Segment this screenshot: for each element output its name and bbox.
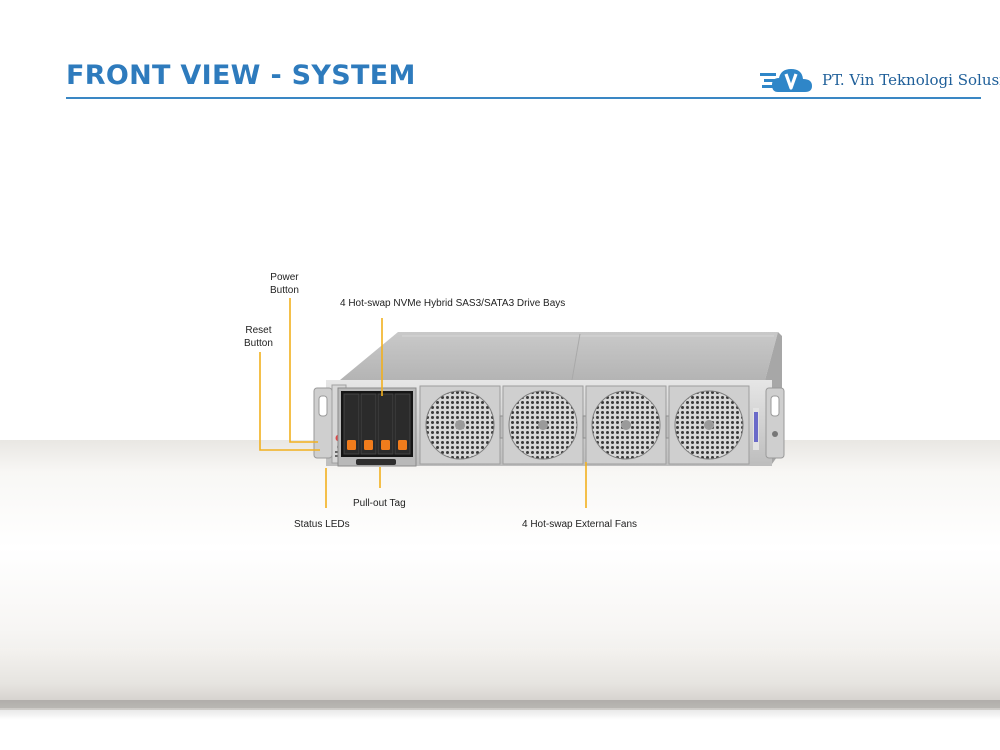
power-button-label: Power Button xyxy=(270,272,299,296)
tabletop-shadow xyxy=(0,700,1000,720)
server-chassis-image xyxy=(313,332,785,467)
tabletop-edge xyxy=(0,648,1000,708)
drive-bays-label: 4 Hot-swap NVMe Hybrid SAS3/SATA3 Drive … xyxy=(340,298,566,309)
external-fans-label: 4 Hot-swap External Fans xyxy=(522,519,638,530)
cloud-v-logo-icon xyxy=(760,69,812,92)
pullout-tag-label: Pull-out Tag xyxy=(353,498,406,509)
page-title: FRONT VIEW - SYSTEM xyxy=(66,60,416,91)
title-underline xyxy=(66,97,981,99)
status-leds-label: Status LEDs xyxy=(294,519,350,530)
reset-button-label: Reset Button xyxy=(244,325,273,349)
company-name: PT. Vin Teknologi Solusi xyxy=(822,71,1000,89)
company-logo: PT. Vin Teknologi Solusi xyxy=(760,64,1000,96)
